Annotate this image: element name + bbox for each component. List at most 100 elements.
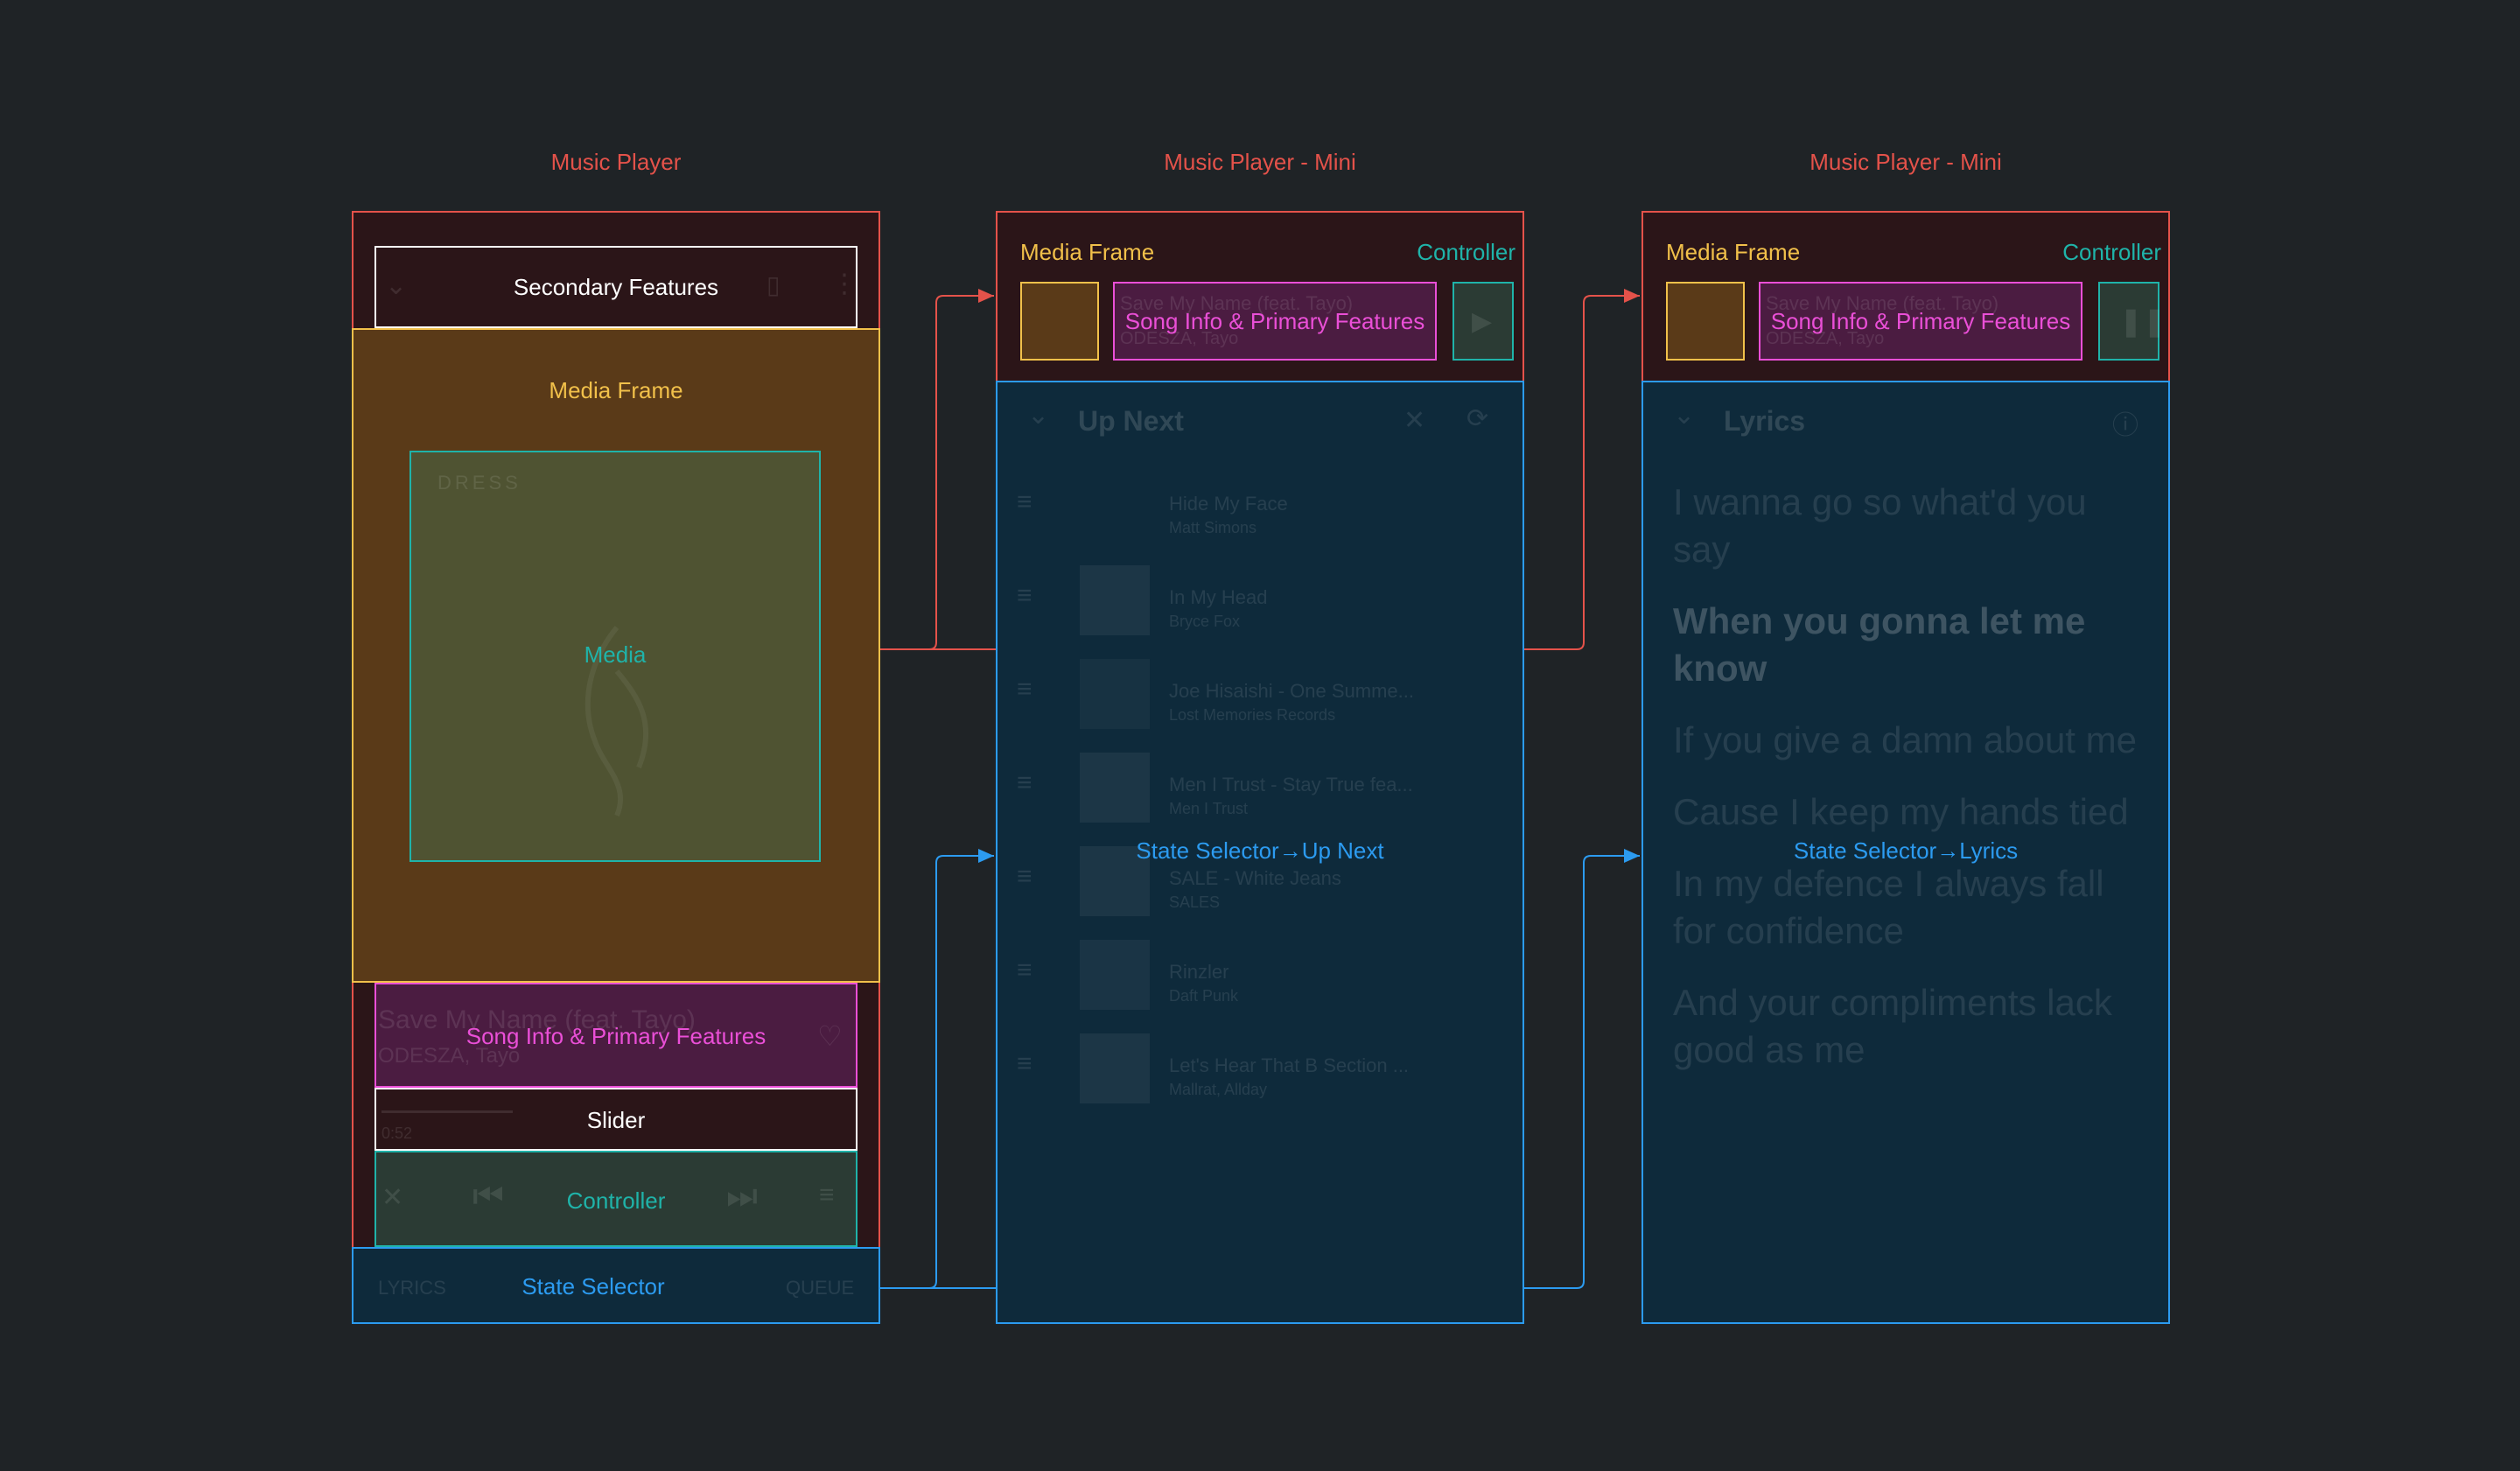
- state-selector-region: LYRICS QUEUE State Selector: [352, 1247, 880, 1324]
- drag-handle-icon: ≡: [1017, 768, 1032, 797]
- list-item-title: Let's Hear That B Section ...: [1169, 1054, 1410, 1076]
- state-up-next-label: State Selector→Up Next: [1136, 837, 1384, 864]
- queue-icon: ≡: [819, 1180, 835, 1209]
- album-art-icon: [584, 626, 649, 817]
- secondary-features-label: Secondary Features: [513, 274, 719, 300]
- list-item-artist: Daft Punk: [1169, 987, 1239, 1005]
- mini-media-thumb: [1020, 282, 1099, 361]
- lyric-line: I wanna go so what'd you say: [1673, 481, 2087, 570]
- list-item-title: Rinzler: [1169, 961, 1229, 983]
- more-icon: ⋮: [831, 270, 858, 298]
- lyric-line: Cause I keep my hands tied: [1673, 791, 2129, 832]
- drag-handle-icon: ≡: [1017, 1049, 1032, 1078]
- skip-back-icon: ⏮: [472, 1177, 504, 1215]
- list-item-artist: Lost Memories Records: [1169, 706, 1336, 724]
- mini-song-info-label: Song Info & Primary Features: [1124, 308, 1425, 334]
- mini-play-control: ▶: [1452, 282, 1514, 361]
- media-region: DRESS Media: [410, 451, 821, 862]
- list-item-title: Joe Hisaishi - One Summe...: [1169, 680, 1414, 702]
- list-item-thumb: [1080, 565, 1150, 635]
- list-item: ≡ Rinzler Daft Punk: [998, 935, 1522, 1022]
- chevron-down-icon: ⌄: [1673, 401, 1696, 430]
- pause-icon: ❚❚: [2119, 305, 2166, 337]
- list-item: ≡ Hide My Face Matt Simons: [998, 466, 1522, 554]
- mini-ghost-title: Save My Name (feat. Tayo): [1120, 292, 1354, 314]
- mini-song-info: Save My Name (feat. Tayo) ODESZA, Tayo S…: [1759, 282, 2082, 361]
- lyric-line: In my defence I always fall for confiden…: [1673, 863, 2104, 951]
- mini-media-frame-label: Media Frame: [1020, 239, 1155, 265]
- play-icon: ▶: [1472, 307, 1493, 336]
- slider-label: Slider: [586, 1107, 646, 1133]
- mini-song-info: Save My Name (feat. Tayo) ODESZA, Tayo S…: [1113, 282, 1437, 361]
- drag-handle-icon: ≡: [1017, 956, 1032, 984]
- list-item-artist: Mallrat, Allday: [1169, 1081, 1268, 1098]
- mini-controller-label: Controller: [2062, 239, 2161, 265]
- mini-ghost-artist: ODESZA, Tayo: [1120, 329, 1239, 348]
- song-info-region: Save My Name (feat. Tayo) ODESZA, Tayo ♡…: [374, 983, 858, 1088]
- ghost-artist: ODESZA, Tayo: [378, 1044, 521, 1068]
- chevron-down-icon: ⌄: [385, 271, 408, 300]
- panel-title-mini-lyrics: Music Player - Mini: [1810, 149, 2002, 175]
- list-item-title: SALE - White Jeans: [1169, 867, 1341, 889]
- list-item-title: Hide My Face: [1169, 493, 1288, 515]
- cast-icon: ▯: [766, 271, 780, 298]
- drag-handle-icon: ≡: [1017, 581, 1032, 610]
- list-item: ≡ Men I Trust - Stay True fea... Men I T…: [998, 747, 1522, 835]
- info-icon: ⓘ: [2112, 411, 2138, 440]
- tab-lyrics: LYRICS: [378, 1277, 446, 1299]
- lyrics-body: I wanna go so what'd you say When you go…: [1673, 479, 2146, 1098]
- list-item-thumb: [1080, 846, 1150, 916]
- slider-time: 0:52: [382, 1124, 413, 1142]
- media-frame-label: Media Frame: [549, 377, 683, 403]
- list-item-thumb: [1080, 753, 1150, 823]
- ghost-song-title: Save My Name (feat. Tayo): [378, 1005, 696, 1034]
- mini-controller-label: Controller: [1417, 239, 1516, 265]
- song-info-label: Song Info & Primary Features: [466, 1023, 766, 1049]
- drag-handle-icon: ≡: [1017, 675, 1032, 704]
- list-item-title: In My Head: [1169, 586, 1268, 608]
- state-selector-to-lyrics-arrow: [929, 849, 1640, 1289]
- list-item: ≡ Joe Hisaishi - One Summe... Lost Memor…: [998, 654, 1522, 741]
- drag-handle-icon: ≡: [1017, 862, 1032, 891]
- list-item-artist: Men I Trust: [1169, 800, 1249, 817]
- heart-icon: ♡: [817, 1020, 843, 1052]
- controller-region: ✕ ⏮ ⏭ ≡ Controller: [374, 1151, 858, 1247]
- lyrics-state: ⌄ Lyrics ⓘ I wanna go so what'd you say …: [1642, 381, 2170, 1324]
- tab-queue: QUEUE: [786, 1277, 855, 1299]
- media-label: Media: [584, 641, 647, 668]
- list-item: ≡ Let's Hear That B Section ... Mallrat,…: [998, 1028, 1522, 1116]
- state-selector-label: State Selector: [522, 1273, 665, 1299]
- mini-ghost-artist: ODESZA, Tayo: [1766, 329, 1885, 348]
- media-frame-to-mini-2-arrow: [929, 289, 1640, 650]
- secondary-features-region: ⌄ ▯ ⋮ Secondary Features: [374, 246, 858, 328]
- panel-title-music-player: Music Player: [550, 149, 682, 175]
- skip-forward-icon: ⏭: [726, 1177, 758, 1215]
- lyric-line: And your compliments lack good as me: [1673, 982, 2112, 1070]
- repeat-icon: ⟳: [1466, 404, 1489, 433]
- mini-player-up-next: Media Frame Controller Save My Name (fea…: [996, 211, 1524, 382]
- list-item-artist: SALES: [1169, 893, 1221, 911]
- panel-title-mini-up-next: Music Player - Mini: [1164, 149, 1356, 175]
- drag-handle-icon: ≡: [1017, 487, 1032, 516]
- shuffle-icon: ✕: [382, 1183, 404, 1212]
- lyric-line-active: When you gonna let me know: [1673, 600, 2086, 689]
- chevron-down-icon: ⌄: [1027, 401, 1050, 430]
- media-frame-to-mini-1-arrow: [878, 289, 994, 650]
- state-lyrics-label: State Selector→Lyrics: [1793, 837, 2019, 864]
- state-selector-to-up-next-arrow: [878, 849, 994, 1289]
- slider-track: [382, 1110, 513, 1113]
- album-art-text: DRESS: [438, 472, 522, 494]
- slider-region: 0:52 Slider: [374, 1088, 858, 1151]
- list-item-thumb: [1080, 1033, 1150, 1103]
- shuffle-icon: ✕: [1404, 406, 1426, 435]
- list-item: ≡ In My Head Bryce Fox: [998, 560, 1522, 648]
- mini-player-lyrics: Media Frame Controller Save My Name (fea…: [1642, 211, 2170, 382]
- mini-media-thumb: [1666, 282, 1745, 361]
- mini-pause-control: ❚❚: [2098, 282, 2166, 361]
- mini-song-info-label: Song Info & Primary Features: [1770, 308, 2071, 334]
- list-item: ≡ SALE - White Jeans SALES: [998, 841, 1522, 928]
- up-next-state: ⌄ Up Next ✕ ⟳ ≡ Hide My Face Matt Simons…: [996, 381, 1524, 1324]
- list-item-thumb: [1080, 940, 1150, 1010]
- controller-label: Controller: [566, 1187, 666, 1214]
